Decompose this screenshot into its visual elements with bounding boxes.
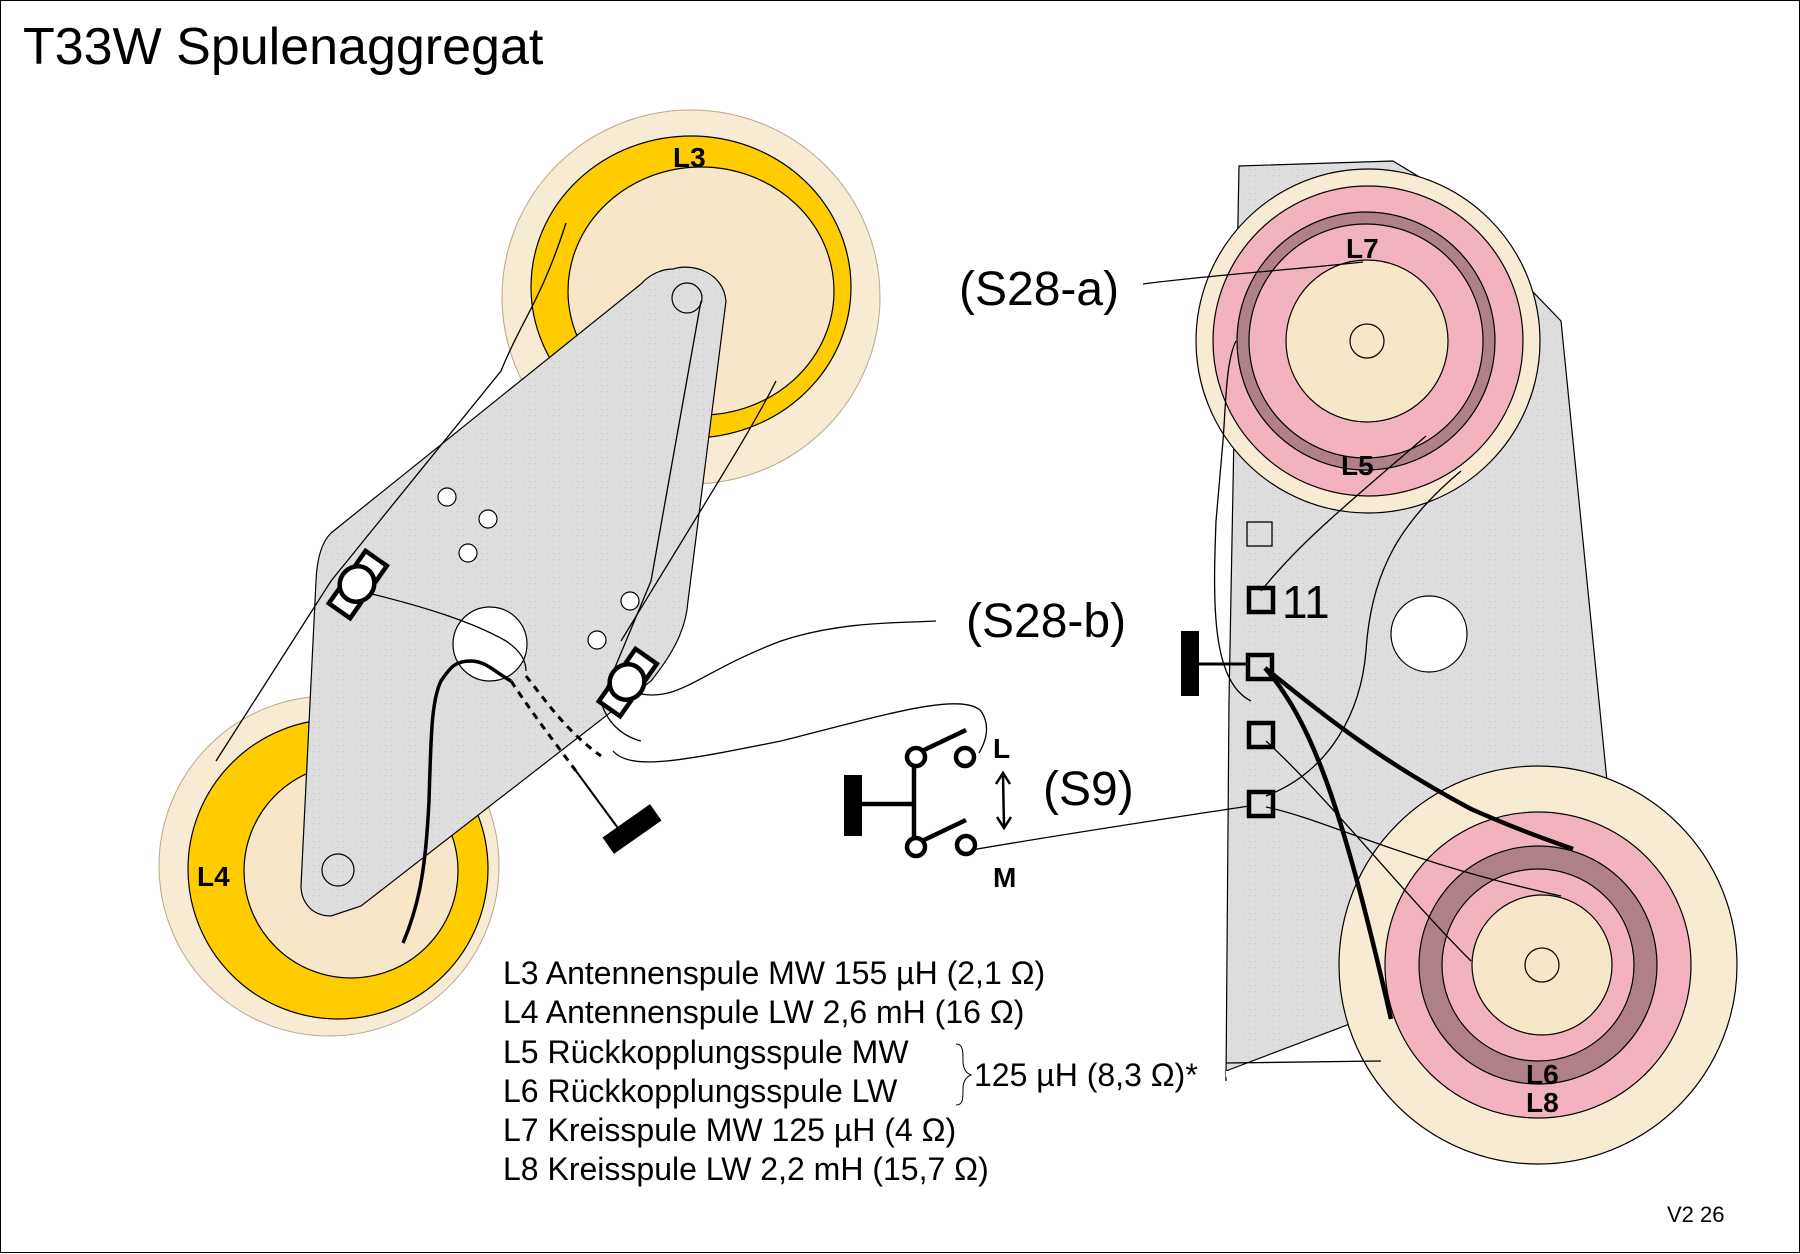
version-label: V2 26 <box>1667 1202 1725 1227</box>
leader-bracket <box>1225 1060 1382 1064</box>
center-hole <box>452 606 528 682</box>
ground-symbol <box>1181 631 1199 696</box>
legend-item: L5 Rückkopplungsspule MW <box>503 1034 909 1070</box>
thick-wire <box>1263 666 1394 1020</box>
wire <box>367 592 527 672</box>
coil-label-l3: L3 <box>673 142 706 173</box>
hole <box>478 509 498 529</box>
mounting-hole <box>321 853 355 887</box>
legend: L3 Antennenspule MW 155 µH (2,1 Ω) L4 An… <box>503 955 1198 1187</box>
legend-item: L4 Antennenspule LW 2,6 mH (16 Ω) <box>503 994 1024 1030</box>
dashed-wire <box>509 680 578 772</box>
dashed-wire <box>524 675 602 758</box>
coil-l6-l8 <box>1338 765 1738 1165</box>
coil-label-l5: L5 <box>1341 450 1374 481</box>
legend-bracket-value: 125 µH (8,3 Ω)* <box>974 1057 1198 1093</box>
switch-s9 <box>844 727 1013 859</box>
thick-wire <box>1263 666 1574 852</box>
wire-to-s28b <box>640 620 937 696</box>
hole <box>437 487 457 507</box>
coil-label-l8: L8 <box>1526 1087 1559 1118</box>
ground-symbol <box>602 804 662 854</box>
terminal-pin <box>1246 789 1276 819</box>
terminal-pin <box>1246 720 1276 750</box>
hole <box>458 543 478 563</box>
wire <box>620 380 777 642</box>
wire <box>1260 435 1427 592</box>
clip-component <box>595 645 660 720</box>
wire <box>1265 740 1472 962</box>
switch-label-s9: (S9) <box>1043 763 1134 816</box>
legend-item: L8 Kreisspule LW 2,2 mH (15,7 Ω) <box>503 1151 989 1187</box>
legend-item: L7 Kreisspule MW 125 µH (4 Ω) <box>503 1112 956 1148</box>
terminal-pin-11 <box>1246 585 1276 615</box>
wire <box>1265 806 1562 897</box>
switch-position-m: M <box>993 862 1016 893</box>
left-mounting-plate <box>300 266 727 917</box>
switch-label-s28a: (S28-a) <box>959 263 1119 316</box>
wire-to-s9-l <box>612 703 988 763</box>
wire-loop <box>401 659 512 944</box>
switch-position-l: L <box>993 733 1010 764</box>
terminal-pin <box>1245 652 1275 682</box>
page-title: T33W Spulenaggregat <box>23 18 544 76</box>
coil-l7-l5 <box>1195 168 1541 514</box>
leader-s28a <box>1142 261 1364 285</box>
coil-label-l6: L6 <box>1526 1059 1559 1090</box>
hole <box>620 591 640 611</box>
coil-label-l4: L4 <box>197 861 230 892</box>
legend-item: L6 Rückkopplungsspule LW <box>503 1073 898 1109</box>
mounting-hole <box>671 282 703 314</box>
terminal-pin <box>1246 521 1273 547</box>
hole <box>587 630 607 650</box>
wire <box>215 222 567 762</box>
wire-s9-m <box>965 805 1250 852</box>
coil-label-l7: L7 <box>1346 233 1379 264</box>
legend-item: L3 Antennenspule MW 155 µH (2,1 Ω) <box>503 955 1045 991</box>
pin-label-11: 11 <box>1282 576 1330 628</box>
switch-label-s28b: (S28-b) <box>966 595 1126 648</box>
legend-bracket <box>955 1043 973 1106</box>
wire <box>1265 470 1462 797</box>
wire <box>1213 340 1252 702</box>
plate-hole <box>1390 595 1468 673</box>
clip-component <box>325 547 390 622</box>
